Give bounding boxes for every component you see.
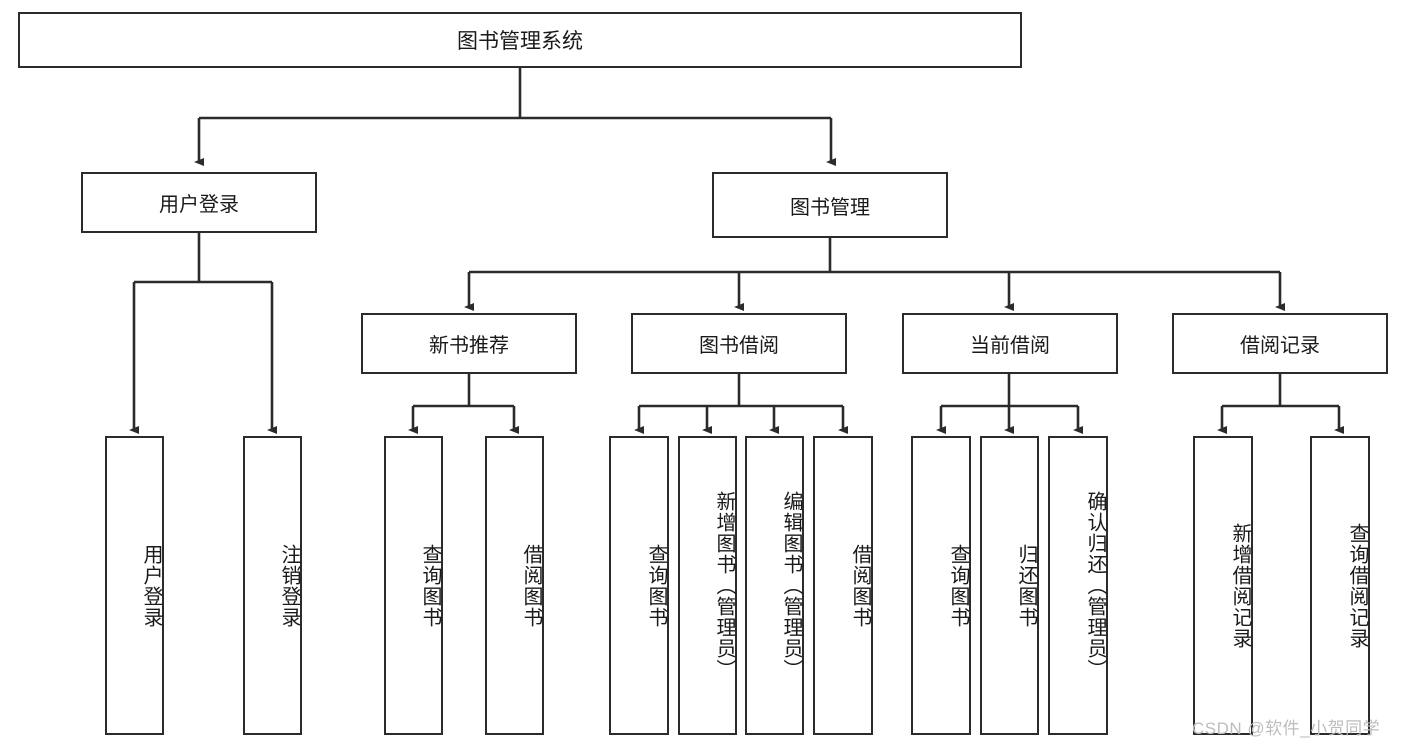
node-label: 查询借阅记录 xyxy=(1346,522,1368,649)
leaf-borrow-query-book[interactable]: 查询图书 xyxy=(609,436,669,735)
node-book-management[interactable]: 图书管理 xyxy=(712,172,948,238)
node-borrow-records[interactable]: 借阅记录 xyxy=(1172,313,1388,374)
leaf-borrow-borrow-book[interactable]: 借阅图书 xyxy=(813,436,873,735)
node-label: 注销登录 xyxy=(278,543,300,628)
node-label: 图书管理系统 xyxy=(457,30,583,53)
node-label: 用户登录 xyxy=(159,194,239,216)
node-label: 新书推荐 xyxy=(429,335,509,357)
node-label: 借阅图书 xyxy=(849,543,871,628)
node-label: 当前借阅 xyxy=(970,335,1050,357)
node-label: 新增图书（管理员） xyxy=(713,491,735,680)
leaf-current-confirm-return[interactable]: 确认归还（管理员） xyxy=(1048,436,1108,735)
leaf-records-query-record[interactable]: 查询借阅记录 xyxy=(1310,436,1370,735)
node-label: 查询图书 xyxy=(645,543,667,628)
node-user-login[interactable]: 用户登录 xyxy=(81,172,317,233)
node-label: 查询图书 xyxy=(947,543,969,628)
node-label: 新增借阅记录 xyxy=(1229,522,1251,649)
node-label: 图书借阅 xyxy=(699,335,779,357)
leaf-current-query-book[interactable]: 查询图书 xyxy=(911,436,971,735)
leaf-user-login-logout[interactable]: 注销登录 xyxy=(243,436,302,735)
node-new-book-recommend[interactable]: 新书推荐 xyxy=(361,313,577,374)
leaf-records-add-record[interactable]: 新增借阅记录 xyxy=(1193,436,1253,735)
node-root-system[interactable]: 图书管理系统 xyxy=(18,12,1022,68)
node-label: 借阅图书 xyxy=(520,543,542,628)
node-label: 图书管理 xyxy=(790,196,870,219)
leaf-borrow-add-book[interactable]: 新增图书（管理员） xyxy=(678,436,737,735)
leaf-user-login-login[interactable]: 用户登录 xyxy=(105,436,164,735)
node-label: 编辑图书（管理员） xyxy=(780,491,802,680)
leaf-new-book-query[interactable]: 查询图书 xyxy=(384,436,443,735)
leaf-new-book-borrow[interactable]: 借阅图书 xyxy=(485,436,544,735)
node-label: 查询图书 xyxy=(419,543,441,628)
node-book-borrow[interactable]: 图书借阅 xyxy=(631,313,847,374)
node-label: 用户登录 xyxy=(140,543,162,628)
node-label: 归还图书 xyxy=(1015,543,1037,628)
leaf-borrow-edit-book[interactable]: 编辑图书（管理员） xyxy=(745,436,804,735)
leaf-current-return-book[interactable]: 归还图书 xyxy=(980,436,1039,735)
node-label: 确认归还（管理员） xyxy=(1084,491,1106,680)
node-current-borrow[interactable]: 当前借阅 xyxy=(902,313,1118,374)
node-label: 借阅记录 xyxy=(1240,335,1320,357)
